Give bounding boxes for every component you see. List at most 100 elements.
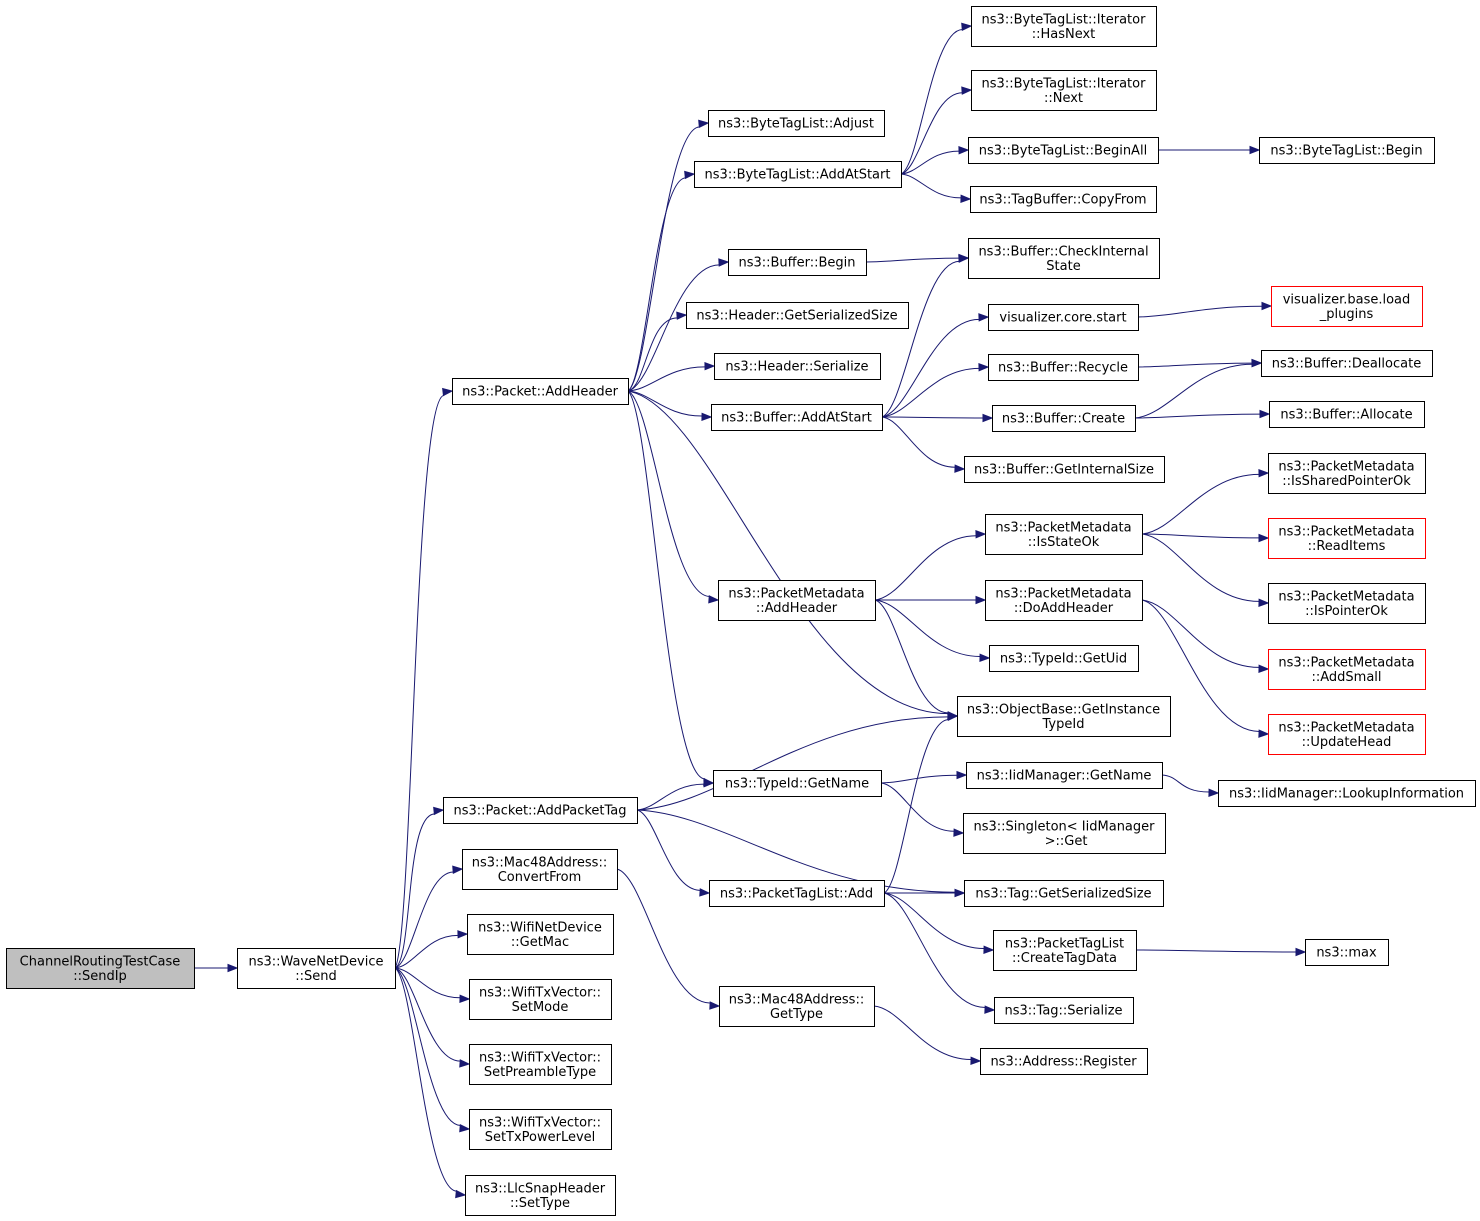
node-macgettype[interactable]: ns3::Mac48Address::GetType	[719, 986, 875, 1027]
edge-ptlcreatetagdata-to-max	[1135, 947, 1307, 957]
edge-pmisstateok-to-pmissharedptr	[1141, 468, 1270, 535]
node-label-line: ns3::Buffer::Allocate	[1280, 408, 1412, 423]
node-typeidgetuid[interactable]: ns3::TypeId::GetUid	[989, 645, 1139, 672]
node-btladjust[interactable]: ns3::ByteTagList::Adjust	[708, 110, 885, 137]
edge-wavesend-to-setmode	[394, 967, 471, 1003]
edge-arrowhead	[1251, 358, 1263, 368]
node-box	[686, 302, 909, 329]
node-btladdatstart[interactable]: ns3::ByteTagList::AddAtStart	[694, 161, 902, 188]
node-pmreaditems[interactable]: ns3::PacketMetadata::ReadItems	[1268, 518, 1426, 559]
node-bufgetinternalsize[interactable]: ns3::Buffer::GetInternalSize	[964, 456, 1165, 483]
edge-line	[883, 892, 985, 949]
edge-line	[627, 390, 706, 780]
node-llcsettype[interactable]: ns3::LlcSnapHeader::SetType	[465, 1175, 616, 1216]
node-label-line: ns3::Tag::Serialize	[1004, 1004, 1122, 1019]
node-loadplugins[interactable]: visualizer.base.load_plugins	[1271, 286, 1423, 327]
node-label-line: ::Send	[295, 969, 337, 984]
node-label-line: ns3::PacketMetadata	[1278, 720, 1414, 735]
node-box	[467, 914, 614, 955]
node-label-line: ns3::WifiTxVector::	[479, 985, 601, 1000]
edge-arrowhead	[1259, 409, 1271, 419]
node-box	[992, 405, 1136, 432]
node-addheader[interactable]: ns3::Packet::AddHeader	[452, 378, 629, 405]
edge-ptladd-to-tagserialize	[883, 892, 996, 1014]
node-box	[711, 404, 883, 431]
edge-pmaddheader-to-pmdoaddheader	[874, 595, 987, 605]
edge-line	[1137, 362, 1253, 368]
edge-arrowhead	[975, 530, 987, 539]
edge-line	[394, 394, 445, 969]
node-settxpower[interactable]: ns3::WifiTxVector::SetTxPowerLevel	[469, 1109, 612, 1150]
node-copyfrom[interactable]: ns3::TagBuffer::CopyFrom	[970, 186, 1157, 213]
edge-arrowhead	[459, 1059, 471, 1068]
node-pmaddheader[interactable]: ns3::PacketMetadata::AddHeader	[718, 580, 876, 621]
node-label-line: ns3::WifiTxVector::	[479, 1050, 601, 1065]
edge-addheader-to-hdrgetsize	[627, 311, 688, 392]
node-hdrserialize[interactable]: ns3::Header::Serialize	[714, 353, 881, 380]
edge-arrowhead	[954, 464, 966, 473]
node-beginall[interactable]: ns3::ByteTagList::BeginAll	[968, 137, 1159, 164]
node-box	[694, 161, 902, 188]
node-box	[718, 580, 876, 621]
node-label-line: ns3::PacketTagList::Add	[720, 887, 873, 902]
node-ptladd[interactable]: ns3::PacketTagList::Add	[709, 880, 885, 907]
node-bufbegin[interactable]: ns3::Buffer::Begin	[728, 249, 867, 276]
node-tagserialize[interactable]: ns3::Tag::Serialize	[994, 997, 1134, 1024]
node-taggetsize[interactable]: ns3::Tag::GetSerializedSize	[964, 880, 1164, 907]
node-label-line: ns3::max	[1316, 946, 1377, 961]
node-pmisstateok[interactable]: ns3::PacketMetadata::IsStateOk	[985, 514, 1143, 555]
node-hasnext[interactable]: ns3::ByteTagList::Iterator::HasNext	[971, 6, 1157, 47]
edge-wavesend-to-convertfrom	[394, 865, 464, 969]
node-addrregister[interactable]: ns3::Address::Register	[980, 1048, 1148, 1075]
node-bufcreate[interactable]: ns3::Buffer::Create	[992, 405, 1136, 432]
node-iidgetname[interactable]: ns3::IidManager::GetName	[966, 762, 1163, 789]
edge-wavesend-to-getmac	[394, 930, 469, 969]
node-itnext[interactable]: ns3::ByteTagList::Iterator::Next	[971, 70, 1157, 111]
node-bufaddatstart[interactable]: ns3::Buffer::AddAtStart	[711, 404, 883, 431]
node-vizcorestart[interactable]: visualizer.core.start	[988, 304, 1139, 331]
node-ptlcreatetagdata[interactable]: ns3::PacketTagList::CreateTagData	[993, 930, 1137, 971]
node-max[interactable]: ns3::max	[1305, 939, 1389, 966]
edge-addheader-to-btladdatstart	[627, 170, 696, 392]
node-box	[719, 986, 875, 1027]
node-iidlookup[interactable]: ns3::IidManager::LookupInformation	[1218, 780, 1476, 807]
edge-arrowhead	[459, 994, 471, 1003]
node-pmaddsmall[interactable]: ns3::PacketMetadata::AddSmall	[1268, 649, 1426, 690]
node-setpreamble[interactable]: ns3::WifiTxVector::SetPreambleType	[469, 1044, 612, 1085]
node-box	[988, 354, 1139, 381]
node-label-line: ns3::WifiNetDevice	[478, 920, 602, 935]
edge-wavesend-to-setpreamble	[394, 967, 471, 1068]
edge-line	[636, 809, 956, 893]
node-wavesend[interactable]: ns3::WaveNetDevice::Send	[237, 948, 396, 989]
node-label-line: GetType	[770, 1007, 823, 1022]
node-convertfrom[interactable]: ns3::Mac48Address::ConvertFrom	[462, 849, 618, 890]
node-label-line: ::SendIp	[73, 969, 127, 984]
node-box	[964, 456, 1165, 483]
node-bufdealloc[interactable]: ns3::Buffer::Deallocate	[1261, 350, 1433, 377]
node-pmdoaddheader[interactable]: ns3::PacketMetadata::DoAddHeader	[985, 580, 1143, 621]
edge-line	[616, 868, 711, 1004]
node-pmupdatehead[interactable]: ns3::PacketMetadata::UpdateHead	[1268, 714, 1426, 755]
edge-btladdatstart-to-itnext	[900, 86, 973, 175]
node-label-line: ns3::PacketMetadata	[728, 586, 864, 601]
node-box	[971, 6, 1157, 47]
node-setmode[interactable]: ns3::WifiTxVector::SetMode	[469, 979, 612, 1020]
node-pmissharedptr[interactable]: ns3::PacketMetadata::IsSharedPointerOk	[1268, 453, 1426, 494]
node-addpackettag[interactable]: ns3::Packet::AddPacketTag	[443, 797, 638, 824]
node-singletonget[interactable]: ns3::Singleton< IidManager >::Get	[963, 813, 1166, 854]
node-typeidgetname[interactable]: ns3::TypeId::GetName	[713, 770, 882, 797]
node-bufalloc[interactable]: ns3::Buffer::Allocate	[1269, 401, 1425, 428]
edge-arrowhead	[459, 1123, 471, 1133]
edge-line	[881, 318, 980, 418]
node-btlbegin[interactable]: ns3::ByteTagList::Begin	[1259, 137, 1435, 164]
node-hdrgetsize[interactable]: ns3::Header::GetSerializedSize	[686, 302, 909, 329]
edge-line	[1141, 533, 1260, 539]
node-bufrecycle[interactable]: ns3::Buffer::Recycle	[988, 354, 1139, 381]
node-getmac[interactable]: ns3::WifiNetDevice::GetMac	[467, 914, 614, 955]
edge-arrowhead	[983, 945, 995, 954]
node-pmispointerok[interactable]: ns3::PacketMetadata::IsPointerOk	[1268, 583, 1426, 624]
node-sendip[interactable]: ChannelRoutingTestCase::SendIp	[6, 948, 195, 989]
edge-bufcreate-to-bufalloc	[1134, 409, 1271, 419]
